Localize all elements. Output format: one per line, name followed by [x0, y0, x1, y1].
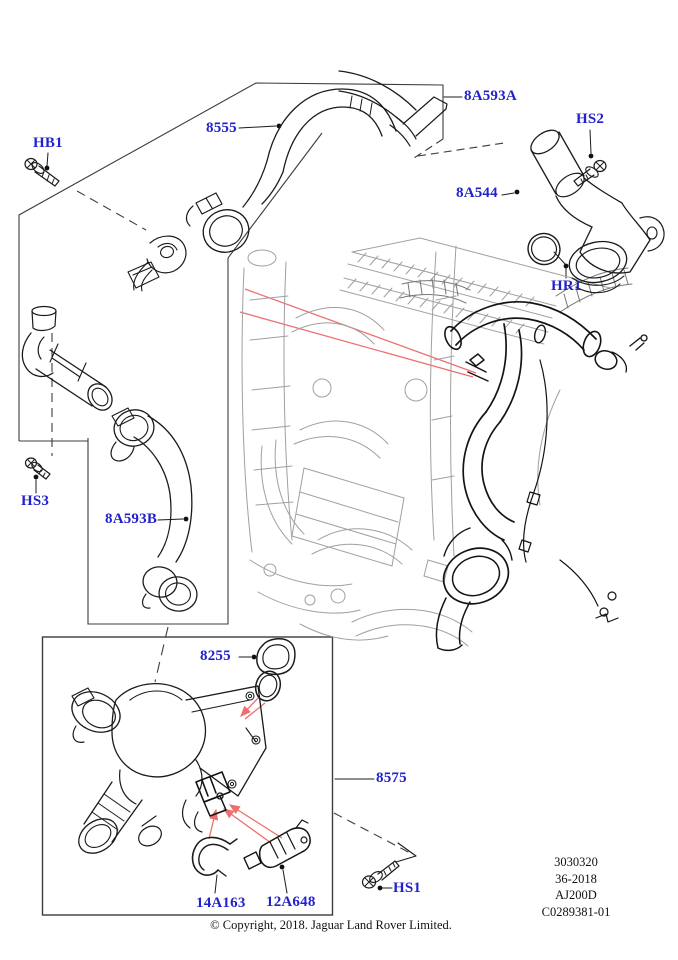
callout-hs1: HS1	[393, 880, 422, 896]
part-8a544-outlet	[530, 129, 665, 294]
callout-8a544: 8A544	[456, 185, 498, 201]
part-8a593b-hose	[21, 305, 198, 612]
plate-line-1: 3030320	[554, 855, 598, 869]
part-8255-seals	[254, 638, 296, 702]
callout-8a593a: 8A593A	[464, 88, 517, 104]
callout-8a593b: 8A593B	[105, 511, 158, 527]
part-14a163-clip	[191, 836, 238, 877]
plate-line-2: 36-2018	[555, 871, 597, 886]
bolt-hb1	[24, 157, 60, 187]
engine-assembly-sketch	[241, 237, 633, 647]
bolt-hs2	[573, 159, 607, 187]
part-12a648-sensor	[243, 819, 311, 870]
callout-hr1: HR1	[551, 278, 582, 294]
part-8a593a-elbow	[338, 70, 448, 147]
callout-14a163: 14A163	[196, 895, 246, 911]
installed-hose-assembly	[435, 301, 648, 652]
callout-8575: 8575	[376, 770, 407, 786]
region-boundaries	[18, 82, 505, 916]
plate-line-3: AJ200D	[555, 888, 597, 902]
oring-hr1	[527, 232, 561, 266]
part-8575-housing	[71, 683, 267, 854]
catalogue-reference-block: 3030320 36-2018 AJ200D C0289381-01	[520, 854, 632, 920]
plate-line-4: C0289381-01	[541, 904, 611, 919]
bolt-hs1	[361, 860, 400, 889]
callout-hs2: HS2	[576, 111, 605, 127]
copyright-notice: © Copyright, 2018. Jaguar Land Rover Lim…	[210, 918, 452, 932]
callout-hb1: HB1	[33, 135, 63, 151]
callout-hs3: HS3	[21, 493, 50, 509]
red-locator-lines	[208, 288, 477, 844]
hose-bracket	[127, 235, 187, 292]
bolt-hs3	[24, 457, 51, 480]
callout-12a648: 12A648	[266, 894, 316, 910]
callout-8255: 8255	[200, 648, 231, 664]
callout-8555: 8555	[206, 120, 237, 136]
callout-leader-lines	[33, 96, 594, 894]
